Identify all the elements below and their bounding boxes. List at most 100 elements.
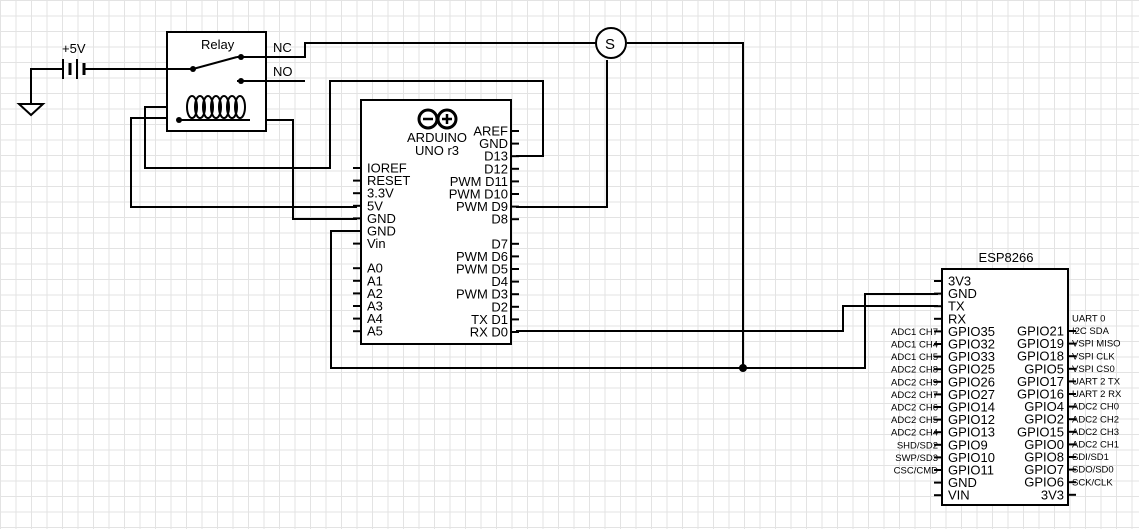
arduino-right-pin: PWM D6 bbox=[456, 249, 508, 264]
wires bbox=[30, 42, 938, 372]
wire-relay-gnd bbox=[250, 119, 357, 220]
arduino-left-pin: A4 bbox=[367, 311, 383, 326]
esp-left-function: CSC/CMD bbox=[894, 466, 938, 477]
esp-left-pin: GPIO14 bbox=[948, 400, 995, 415]
arduino-right-pin: TX D1 bbox=[471, 312, 508, 327]
arduino-left-pin: Vin bbox=[367, 236, 386, 251]
arduino-right-pin: RX D0 bbox=[470, 325, 508, 340]
esp-left-function: ADC2 CH9 bbox=[891, 377, 938, 388]
esp-left-function: ADC1 CH4 bbox=[891, 340, 938, 351]
esp-right-function: SDI/SD1 bbox=[1072, 452, 1109, 463]
esp-right-function: ADC2 CH0 bbox=[1072, 402, 1119, 413]
esp-right-pin: GPIO0 bbox=[1024, 437, 1064, 452]
esp-left-pin: GPIO33 bbox=[948, 349, 995, 364]
arduino-box bbox=[360, 99, 512, 345]
esp-right-pin: GPIO19 bbox=[1017, 336, 1064, 351]
esp-right-function: VSPI CLK bbox=[1072, 351, 1115, 362]
esp-right-pin: GPIO7 bbox=[1024, 462, 1064, 477]
arduino-right-pin: PWM D3 bbox=[456, 287, 508, 302]
arduino-right-pin: D7 bbox=[491, 236, 508, 251]
arduino-left-pin: GND bbox=[367, 224, 396, 239]
esp-left-function: ADC2 CH5 bbox=[891, 415, 938, 426]
esp-right-pin: GPIO2 bbox=[1024, 412, 1064, 427]
esp-left-function: SWP/SD3 bbox=[895, 453, 938, 464]
esp-left-pin: GPIO25 bbox=[948, 362, 995, 377]
esp-component[interactable]: ESP8266 3V3GNDTXRXGPIO35GPIO32GPIO33GPIO… bbox=[891, 250, 1122, 506]
esp-left-pin: GND bbox=[948, 286, 977, 301]
esp-left-pin: GPIO12 bbox=[948, 412, 995, 427]
esp-left-function: ADC2 CH4 bbox=[891, 428, 938, 439]
arduino-right-pin: PWM D11 bbox=[450, 174, 508, 189]
esp-right-pin: GPIO17 bbox=[1017, 374, 1064, 389]
esp-left-pin: RX bbox=[948, 311, 966, 326]
esp-right-function: SCK/CLK bbox=[1072, 477, 1113, 488]
esp-right-pin: GPIO8 bbox=[1024, 450, 1064, 465]
esp-left-function: ADC2 CH6 bbox=[891, 403, 938, 414]
arduino-title-line1: ARDUINO bbox=[407, 130, 467, 145]
arduino-right-pin: GND bbox=[479, 136, 508, 151]
esp-left-pin: GPIO9 bbox=[948, 437, 988, 452]
esp-right-pin: GPIO21 bbox=[1017, 324, 1064, 339]
arduino-left-pin: A3 bbox=[367, 299, 383, 314]
arduino-right-pin: AREF bbox=[473, 124, 508, 139]
servo-component[interactable]: S bbox=[595, 27, 627, 59]
esp-left-pin: GPIO32 bbox=[948, 337, 995, 352]
relay-component[interactable]: Relay NC NO bbox=[166, 31, 293, 132]
esp-right-pin: 3V3 bbox=[1041, 487, 1064, 502]
arduino-right-pin: D2 bbox=[491, 299, 508, 314]
power-label: +5V bbox=[62, 41, 86, 56]
esp-right-function: ADC2 CH3 bbox=[1072, 427, 1119, 438]
esp-right-function: I2C SDA bbox=[1072, 326, 1110, 337]
esp-right-pin: GPIO15 bbox=[1017, 424, 1064, 439]
esp-box bbox=[941, 268, 1069, 506]
wire-servo-bus bbox=[627, 42, 744, 368]
wire-gnd-bus bbox=[330, 230, 938, 369]
arduino-left-pin: IOREF bbox=[367, 161, 407, 176]
arduino-component[interactable]: ARDUINO UNO r3 IOREFRESET3.3V5VGNDGNDVin… bbox=[353, 99, 519, 345]
wire-nc-servo bbox=[244, 42, 596, 58]
servo-circle bbox=[595, 27, 627, 59]
relay-title: Relay bbox=[201, 37, 235, 52]
arduino-title-line2: UNO r3 bbox=[415, 143, 459, 158]
relay-coil-icon bbox=[176, 95, 250, 123]
esp-right-pin: GPIO18 bbox=[1017, 349, 1064, 364]
esp-left-pin: GPIO27 bbox=[948, 387, 995, 402]
esp-left-pin: GPIO11 bbox=[948, 463, 994, 478]
esp-title: ESP8266 bbox=[979, 250, 1034, 265]
esp-right-function: VSPI MISO bbox=[1072, 339, 1121, 350]
arduino-right-pin: PWM D9 bbox=[456, 199, 508, 214]
esp-right-function: ADC2 CH1 bbox=[1072, 440, 1119, 451]
wire-esp-tx-rx bbox=[516, 305, 938, 332]
wire-servo-d9 bbox=[516, 60, 608, 208]
esp-right-function: UART 0 bbox=[1072, 314, 1105, 325]
esp-right-function: SDO/SD0 bbox=[1072, 465, 1114, 476]
esp-left-pin: VIN bbox=[948, 488, 970, 503]
esp-right-function: UART 2 RX bbox=[1072, 389, 1122, 400]
junction-dot bbox=[739, 364, 747, 372]
arduino-right-pin: PWM D5 bbox=[456, 262, 508, 277]
esp-left-pin: GPIO13 bbox=[948, 425, 995, 440]
arduino-right-pin: D12 bbox=[484, 161, 508, 176]
relay-nc-label: NC bbox=[273, 40, 292, 55]
arduino-right-pin: PWM D10 bbox=[449, 187, 508, 202]
arduino-left-pin: GND bbox=[367, 211, 396, 226]
esp-left-pin: 3V3 bbox=[948, 274, 971, 289]
wire-5v bbox=[130, 117, 357, 208]
esp-left-function: ADC2 CH7 bbox=[891, 390, 938, 401]
arduino-logo-icon bbox=[417, 108, 458, 130]
esp-right-function: VSPI CS0 bbox=[1072, 364, 1115, 375]
esp-right-function: ADC2 CH2 bbox=[1072, 414, 1119, 425]
arduino-left-pin: A5 bbox=[367, 324, 383, 339]
arduino-left-pin: A2 bbox=[367, 286, 383, 301]
esp-right-pin: GPIO16 bbox=[1017, 387, 1064, 402]
wire-ground-battery bbox=[30, 68, 63, 104]
arduino-right-pin: D4 bbox=[491, 274, 508, 289]
arduino-left-pin: A1 bbox=[367, 273, 383, 288]
esp-left-function: ADC1 CH5 bbox=[891, 352, 938, 363]
esp-left-pin: GPIO26 bbox=[948, 374, 995, 389]
esp-left-pin: GND bbox=[948, 475, 977, 490]
arduino-right-pin: D13 bbox=[484, 149, 508, 164]
